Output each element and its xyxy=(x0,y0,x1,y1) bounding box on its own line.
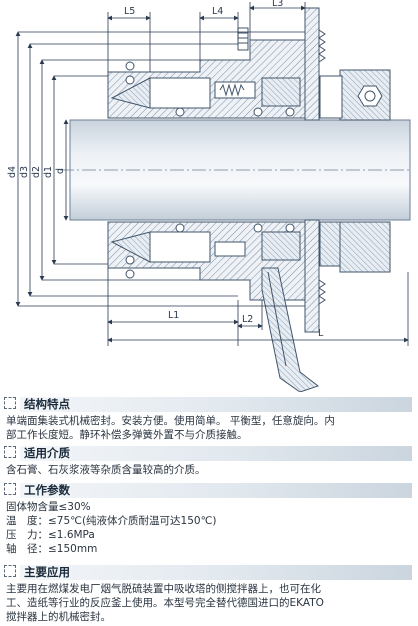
section-structure: 结构特点 单端面集装式机械密封。安装方便。使用简单。 平衡型，任意旋向。内 部工… xyxy=(4,396,412,442)
section-applications: 主要应用 主要用在燃煤发电厂烟气脱硫装置中吸收塔的侧搅拌器上，也可在化 工、造纸… xyxy=(4,564,412,624)
seal-housing-lower xyxy=(107,221,391,301)
section-marker-icon xyxy=(4,483,16,495)
body-line: 主要用在燃煤发电厂烟气脱硫装置中吸收塔的侧搅拌器上，也可在化 xyxy=(6,583,321,595)
section-body: 含石膏、石灰浆液等杂质含量较高的介质。 xyxy=(4,463,412,477)
o-rings-upper xyxy=(125,61,295,117)
dim-label-d: d xyxy=(55,168,66,174)
section-marker-icon xyxy=(4,565,16,577)
dim-label-l3: L3 xyxy=(272,0,283,9)
dim-label-d2: d2 xyxy=(31,166,42,178)
mechanical-seal-drawing: L5 L4 L3 d4 d3 d2 d1 d L1 L2 xyxy=(7,0,412,392)
dim-label-l2: L2 xyxy=(242,314,253,325)
parameter-row: 固体物含量≤30% xyxy=(6,501,91,513)
o-rings-lower xyxy=(125,223,295,279)
body-line: 工、造纸等行业的反应釜上使用。本型号完全替代德国进口的EKATO xyxy=(6,597,324,609)
section-marker-icon xyxy=(4,397,16,409)
parameter-row: 轴 径：≤150mm xyxy=(6,543,98,555)
section-title: 工作参数 xyxy=(24,483,70,497)
dim-label-l4: L4 xyxy=(212,6,223,17)
parameter-row: 压 力：≤1.6MPa xyxy=(6,529,95,541)
section-parameters: 工作参数 固体物含量≤30% 温 度：≤75℃(纯液体介质耐温可达150℃) 压… xyxy=(4,482,412,556)
section-marker-icon xyxy=(4,446,16,458)
dim-label-d4: d4 xyxy=(7,166,18,178)
parameter-list: 固体物含量≤30% 温 度：≤75℃(纯液体介质耐温可达150℃) 压 力：≤1… xyxy=(4,500,412,556)
parameter-row: 温 度：≤75℃(纯液体介质耐温可达150℃) xyxy=(6,515,217,527)
body-line: 搅拌器上的机械密封。 xyxy=(6,611,111,623)
dimension-lines-diameter xyxy=(15,31,305,307)
body-line: 单端面集装式机械密封。安装方便。使用简单。 平衡型，任意旋向。内 xyxy=(6,415,335,427)
section-title: 结构特点 xyxy=(24,397,70,411)
dim-label-d3: d3 xyxy=(19,166,30,178)
section-body: 单端面集装式机械密封。安装方便。使用简单。 平衡型，任意旋向。内 部工作长度短。… xyxy=(4,414,412,442)
section-media: 适用介质 含石膏、石灰浆液等杂质含量较高的介质。 xyxy=(4,445,412,477)
dimension-lines-bottom xyxy=(107,268,409,346)
hex-nut xyxy=(319,69,391,121)
dim-label-l5: L5 xyxy=(124,6,135,17)
shaft xyxy=(60,119,412,221)
dimension-lines-top xyxy=(107,2,306,72)
seal-housing-upper xyxy=(107,27,306,119)
dim-label-l: L xyxy=(318,328,324,339)
dim-label-l1: L1 xyxy=(168,310,179,321)
section-title: 主要应用 xyxy=(24,565,70,579)
flush-pipe xyxy=(261,267,320,392)
section-body: 主要用在燃煤发电厂烟气脱硫装置中吸收塔的侧搅拌器上，也可在化 工、造纸等行业的反… xyxy=(4,582,412,624)
body-line: 部工作长度短。静环补偿多弹簧外置不与介质接触。 xyxy=(6,429,248,441)
body-line: 含石膏、石灰浆液等杂质含量较高的介质。 xyxy=(6,464,206,476)
section-title: 适用介质 xyxy=(24,446,70,460)
dim-label-d1: d1 xyxy=(43,166,54,178)
flange-plate xyxy=(304,7,326,333)
